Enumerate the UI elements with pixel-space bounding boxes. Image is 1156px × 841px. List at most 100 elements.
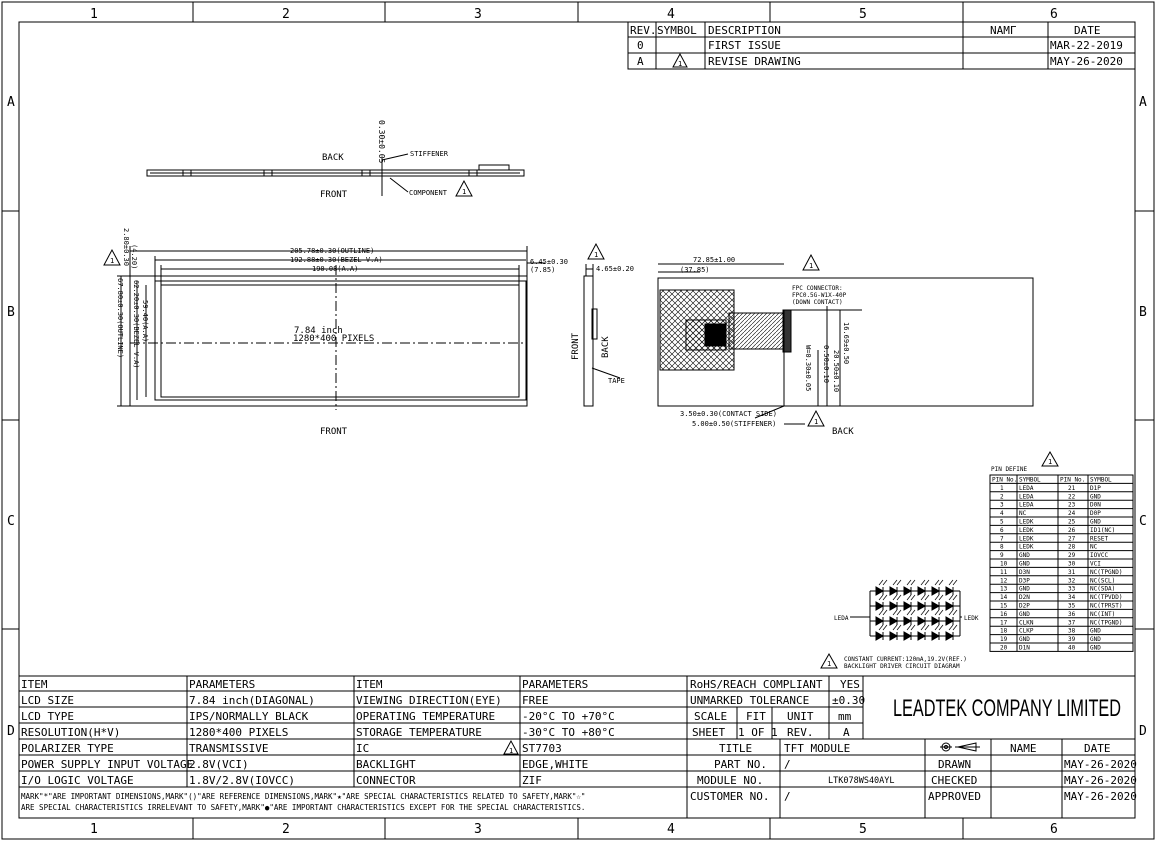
approval-name-header: NAME bbox=[1010, 742, 1037, 755]
led-diode-icon bbox=[945, 586, 955, 596]
date-header: DATE bbox=[1074, 24, 1101, 37]
led-diode-icon bbox=[931, 601, 941, 611]
led-diode-icon bbox=[889, 601, 899, 611]
led-diode-icon bbox=[875, 601, 885, 611]
led-diode-icon bbox=[903, 601, 913, 611]
checked-label: CHECKED bbox=[931, 774, 977, 787]
rev-0-description: FIRST ISSUE bbox=[708, 39, 781, 52]
note-line-1: MARK"*"ARE IMPORTANT DIMENSIONS,MARK"()"… bbox=[21, 792, 585, 801]
zone-row-d-right: D bbox=[1139, 724, 1147, 739]
dim-width: 20.50±0.10 bbox=[832, 350, 840, 392]
spec-item: I/O LOGIC VOLTAGE bbox=[21, 774, 134, 787]
outline-width-dim: 205.78±0.30(OUTLINE) bbox=[290, 247, 374, 255]
svg-text:1: 1 bbox=[678, 60, 682, 68]
left-top-offset-ref: (4.20) bbox=[130, 244, 138, 269]
led-diode-icon bbox=[889, 586, 899, 596]
pin-symbol: CLKP bbox=[1019, 628, 1034, 635]
zone-col-1-bottom: 1 bbox=[90, 822, 98, 837]
pin-symbol: RESET bbox=[1090, 535, 1108, 542]
pin-symbol: NC(TPVDD) bbox=[1090, 594, 1123, 601]
zone-row-c-right: C bbox=[1139, 514, 1147, 529]
pin-symbol: CLKN bbox=[1019, 619, 1034, 626]
led-diode-icon bbox=[917, 586, 927, 596]
front-revision-triangle-icon: 1 bbox=[103, 248, 121, 266]
aa-width-dim: 190.08(A.A) bbox=[312, 265, 358, 273]
drawn-date: MAY-26-2020 bbox=[1064, 758, 1137, 771]
tape-label: TAPE bbox=[608, 377, 625, 385]
note-line-2: ARE SPECIAL CHARACTERISTICS IRRELEVANT T… bbox=[21, 803, 585, 812]
pin-revision-triangle-icon: 1 bbox=[1041, 450, 1059, 467]
rev-0: 0 bbox=[637, 39, 644, 52]
pin-number: 31 bbox=[1068, 569, 1076, 576]
title-value: TFT MODULE bbox=[784, 742, 850, 755]
pin-symbol: LEDK bbox=[1019, 519, 1034, 526]
name-header: NAMΓ bbox=[990, 24, 1017, 37]
pin-symbol: NC(INT) bbox=[1090, 611, 1115, 618]
pin-number: 17 bbox=[1000, 619, 1008, 626]
pin-define-title: PIN DEFINE bbox=[991, 466, 1028, 473]
led-diode-icon bbox=[917, 601, 927, 611]
pin-symbol: D3P bbox=[1019, 577, 1030, 584]
zone-row-b-right: B bbox=[1139, 305, 1147, 320]
pin-number: 29 bbox=[1068, 552, 1076, 559]
pin-symbol: NC(SDA) bbox=[1090, 586, 1115, 593]
led-diode-icon bbox=[931, 616, 941, 626]
pin-number: 8 bbox=[1000, 544, 1004, 551]
zone-col-6: 6 bbox=[1050, 7, 1058, 22]
symbol-header: SYMBOL bbox=[657, 24, 697, 37]
pin-number: 7 bbox=[1000, 535, 1004, 542]
backlight-diagram: LEDA LEDK CONSTANT CURRENT:120mA,19.2V(R… bbox=[820, 579, 979, 670]
spec-header: ITEM bbox=[356, 678, 383, 691]
zone-col-6-bottom: 6 bbox=[1050, 822, 1058, 837]
pin-number: 2 bbox=[1000, 493, 1004, 500]
side-revision-triangle-icon: 1 bbox=[455, 179, 473, 197]
scale-value: FIT bbox=[746, 710, 766, 723]
spec-header: PARAMETERS bbox=[189, 678, 255, 691]
backlight-note-1: CONSTANT CURRENT:120mA,19.2V(REF.) bbox=[844, 656, 967, 663]
spec-parameter: -30°C TO +80°C bbox=[522, 726, 615, 739]
pin-symbol: LEDK bbox=[1019, 527, 1034, 534]
component-label: COMPONENT bbox=[409, 189, 448, 197]
led-diode-icon bbox=[945, 601, 955, 611]
unit-value: mm bbox=[838, 710, 852, 723]
pin-number: 24 bbox=[1068, 510, 1076, 517]
pin-number: 30 bbox=[1068, 561, 1076, 568]
title-label: TITLE bbox=[719, 742, 752, 755]
backlight-note-2: BACKLIGHT DRIVER CIRCUIT DIAGRAM bbox=[844, 663, 960, 670]
pin-number: 34 bbox=[1068, 594, 1076, 601]
edge-thickness-dim: 4.65±0.20 bbox=[596, 265, 634, 273]
rev-label: REV. bbox=[787, 726, 814, 739]
pin-number: 19 bbox=[1000, 636, 1008, 643]
pin-number: 26 bbox=[1068, 527, 1076, 534]
edge-revision-triangle-icon: 1 bbox=[587, 242, 605, 260]
pin-symbol: D2P bbox=[1019, 603, 1030, 610]
pin-symbol: GND bbox=[1019, 561, 1030, 568]
pin-symbol: GND bbox=[1019, 611, 1030, 618]
spec-item: CONNECTOR bbox=[356, 774, 416, 787]
pin-symbol: LEDK bbox=[1019, 544, 1034, 551]
sheet-label: SHEET bbox=[692, 726, 725, 739]
side-view: BACK FRONT STIFFENER COMPONENT 0.30±0.05… bbox=[146, 120, 525, 200]
spec-parameter: FREE bbox=[522, 694, 549, 707]
pin-symbol: GND bbox=[1090, 493, 1101, 500]
description-header: DESCRIPTION bbox=[708, 24, 781, 37]
spec-parameter: 7.84 inch(DIAGONAL) bbox=[189, 694, 315, 707]
stiffener-label: STIFFENER bbox=[410, 150, 449, 158]
pin-number: 39 bbox=[1068, 636, 1076, 643]
spec-parameter: ZIF bbox=[522, 774, 542, 787]
spec-item: IC bbox=[356, 742, 369, 755]
pin-symbol: IOVCC bbox=[1090, 552, 1108, 559]
spec-item: LCD TYPE bbox=[21, 710, 74, 723]
drawn-label: DRAWN bbox=[938, 758, 971, 771]
led-diode-icon bbox=[931, 631, 941, 641]
spec-parameter: ST7703 bbox=[522, 742, 562, 755]
zone-col-5: 5 bbox=[859, 7, 867, 22]
led-diode-icon bbox=[875, 616, 885, 626]
pixels-text: 1280*400 PIXELS bbox=[293, 334, 374, 344]
zone-row-c: C bbox=[7, 514, 15, 529]
pin-number: 36 bbox=[1068, 611, 1076, 618]
title-block: RoHS/REACH COMPLIANT YES UNMARKED TOLERA… bbox=[687, 676, 1137, 818]
front-view-label: FRONT bbox=[320, 427, 348, 437]
pin-symbol: D3N bbox=[1019, 569, 1030, 576]
led-diode-icon bbox=[917, 616, 927, 626]
